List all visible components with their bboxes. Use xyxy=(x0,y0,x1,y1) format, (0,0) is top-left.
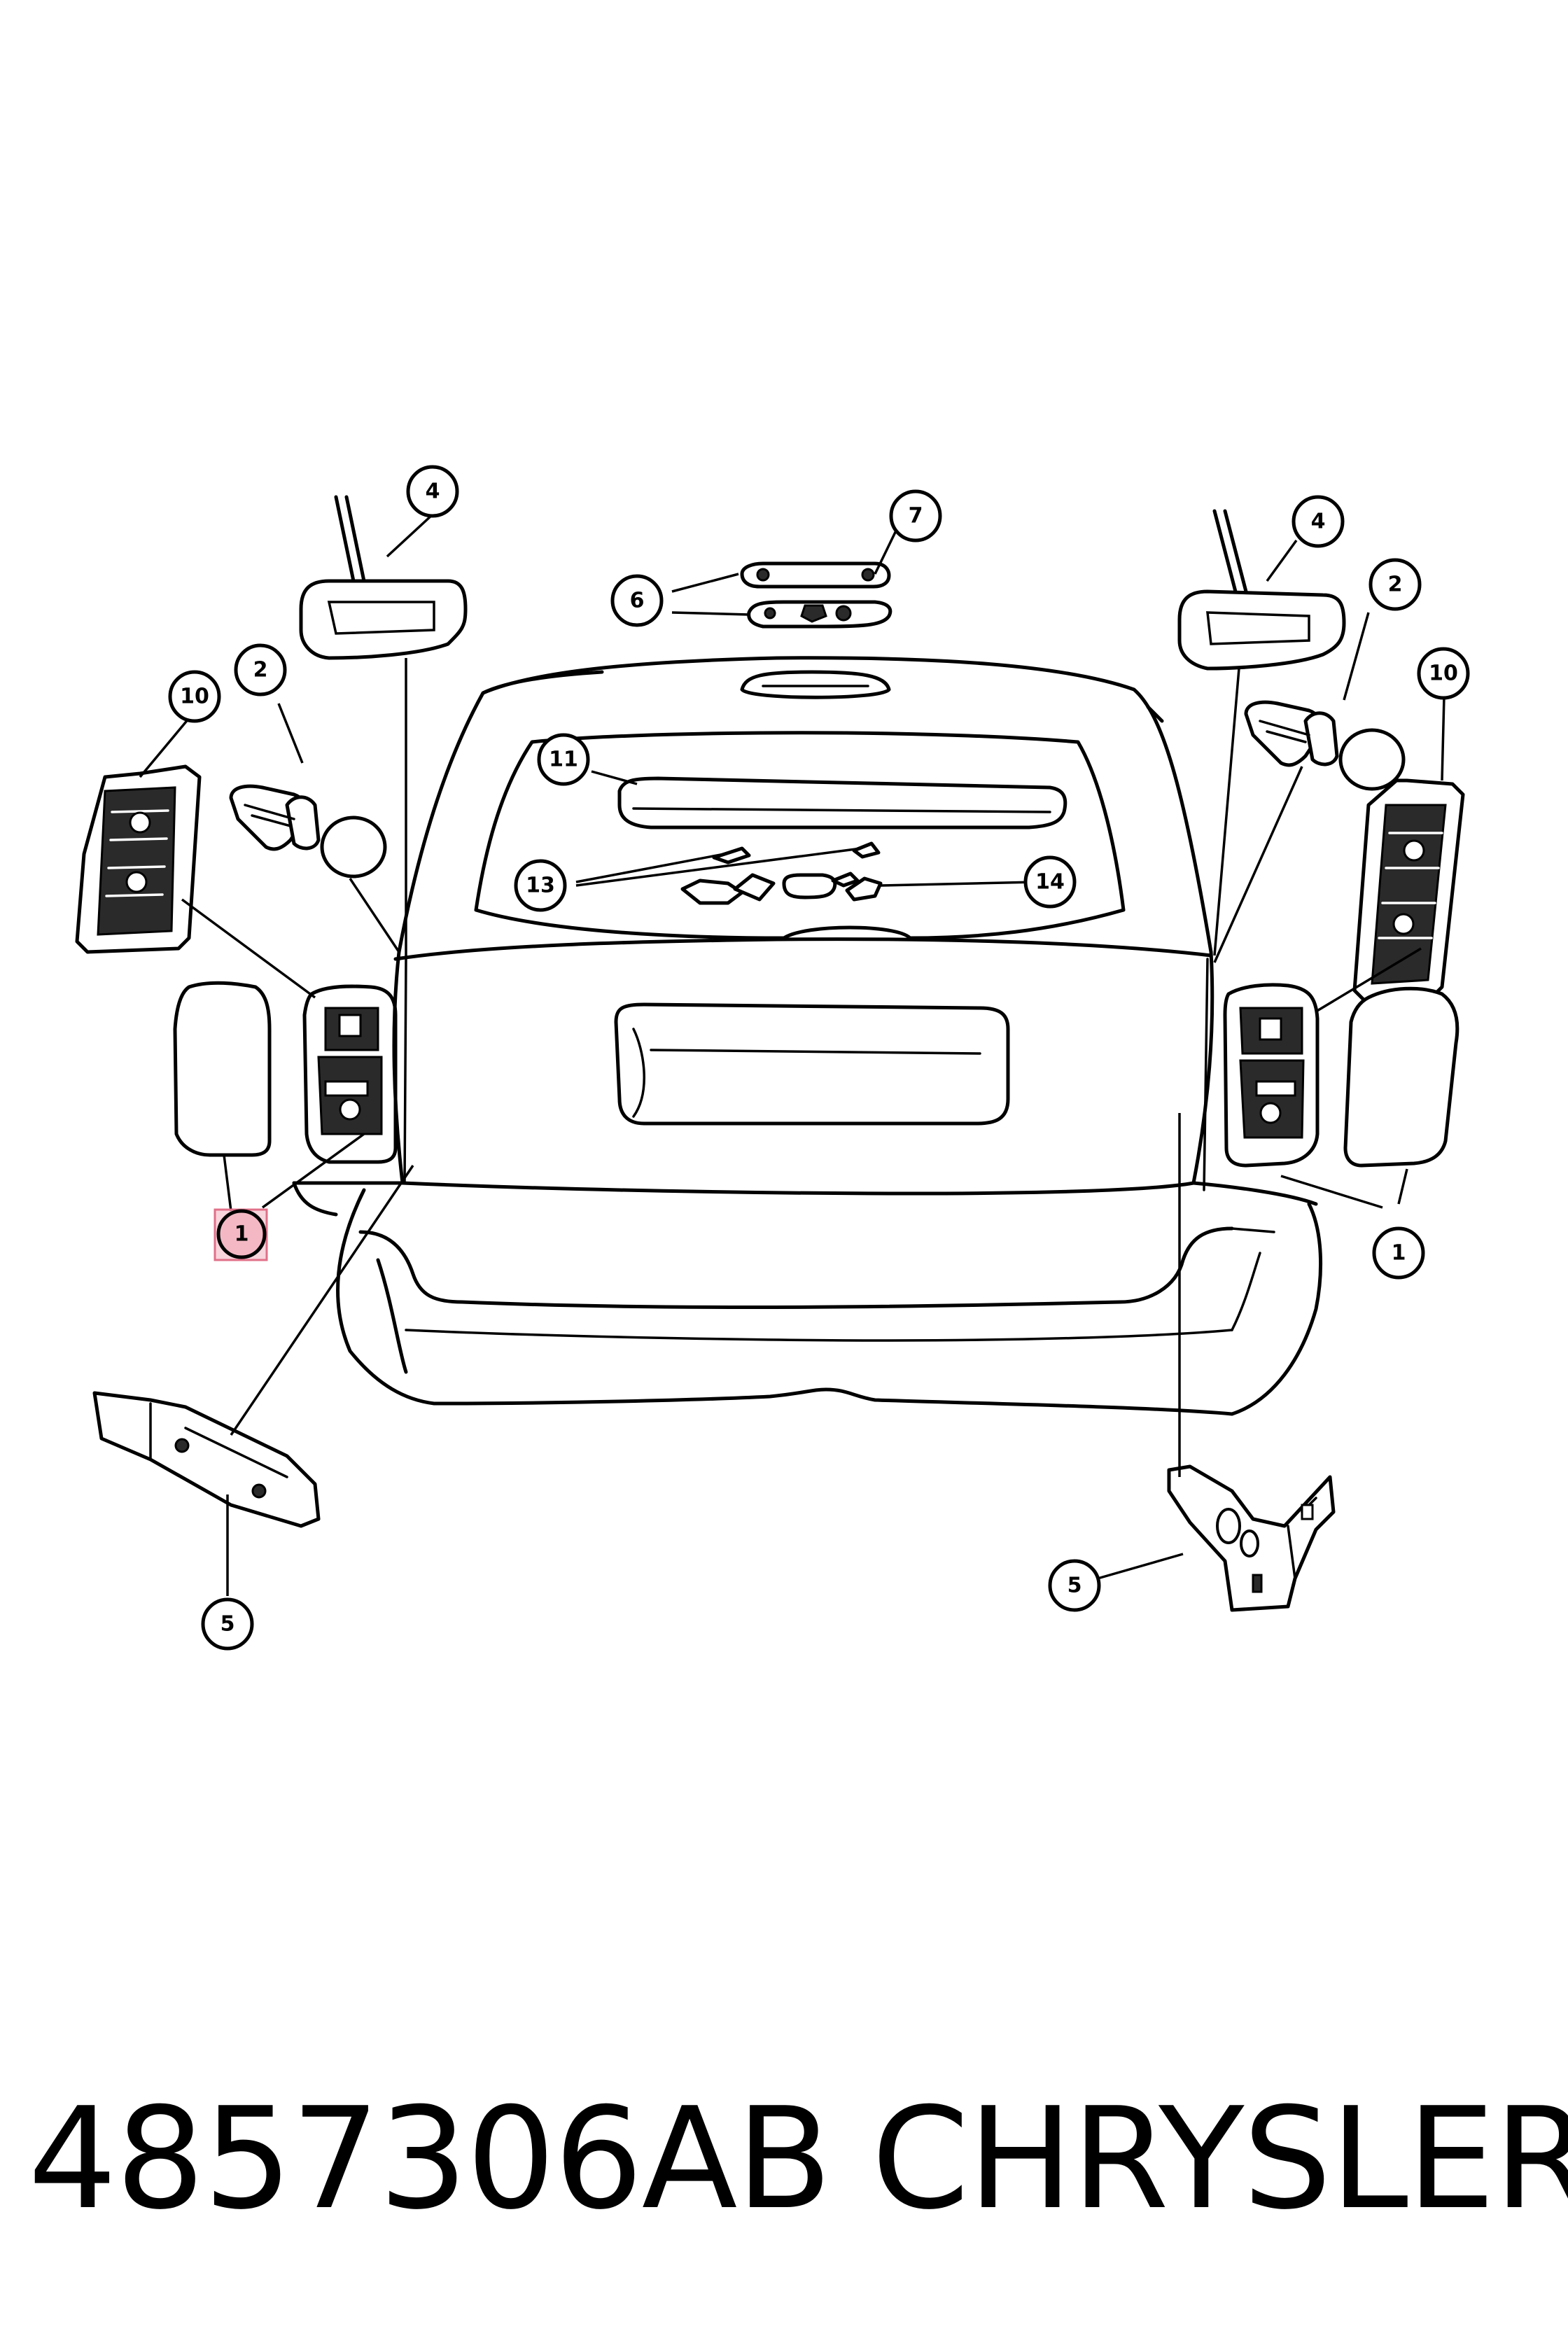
grommet-right xyxy=(1244,700,1406,791)
callout-1a: 1 xyxy=(214,1208,268,1261)
callout-1a-circle xyxy=(216,1209,267,1259)
callout-7: 7 xyxy=(889,489,942,542)
handle-left xyxy=(299,495,468,660)
tail-lamp-left xyxy=(173,981,398,1164)
callout-10a-label: 10 xyxy=(180,685,209,709)
brand-name: CHRYSLER xyxy=(872,2078,1568,2241)
socket-board-left xyxy=(75,764,202,954)
callout-13: 13 xyxy=(514,859,567,912)
grommet-left xyxy=(229,784,387,878)
callout-4b-label: 4 xyxy=(1311,510,1326,534)
callout-5a-label: 5 xyxy=(220,1612,235,1637)
part-number: 4857306AB xyxy=(28,2078,832,2241)
callout-13-label: 13 xyxy=(526,874,555,898)
callout-10a: 10 xyxy=(168,670,221,723)
callout-2b: 2 xyxy=(1368,558,1422,611)
footer: 4857306AB CHRYSLER xyxy=(0,2076,1568,2244)
callout-2b-label: 2 xyxy=(1388,573,1403,597)
callout-5b: 5 xyxy=(1048,1559,1101,1612)
callout-10b-label: 10 xyxy=(1429,662,1458,686)
tail-lamp-right xyxy=(1223,983,1460,1168)
callout-4a: 4 xyxy=(406,465,459,518)
callout-11: 11 xyxy=(537,733,590,786)
wiper-parts xyxy=(680,841,883,905)
third-brake-lamp xyxy=(740,561,892,629)
callout-14: 14 xyxy=(1023,855,1077,909)
callout-2a: 2 xyxy=(234,643,287,696)
callout-5a: 5 xyxy=(201,1597,254,1651)
bracket-left xyxy=(92,1391,321,1528)
callout-6: 6 xyxy=(610,574,664,627)
bracket-right xyxy=(1167,1464,1336,1612)
callout-2a-label: 2 xyxy=(253,658,268,682)
callout-4b: 4 xyxy=(1292,495,1345,548)
handle-right xyxy=(1177,509,1346,671)
callout-4a-label: 4 xyxy=(426,479,440,504)
high-mount-lamp xyxy=(617,776,1068,830)
callout-7-label: 7 xyxy=(909,504,923,528)
callout-6-label: 6 xyxy=(630,589,645,613)
liftgate xyxy=(292,656,1323,1416)
callout-1b: 1 xyxy=(1372,1226,1425,1280)
callout-11-label: 11 xyxy=(549,748,578,772)
callout-10b: 10 xyxy=(1417,647,1470,700)
callout-1b-label: 1 xyxy=(1392,1241,1406,1266)
socket-board-right xyxy=(1352,778,1465,1003)
leader-lines xyxy=(139,513,1446,1596)
callout-1a-label: 1 xyxy=(234,1222,249,1247)
callout-14-label: 14 xyxy=(1035,870,1065,895)
callout-5b-label: 5 xyxy=(1068,1574,1082,1598)
